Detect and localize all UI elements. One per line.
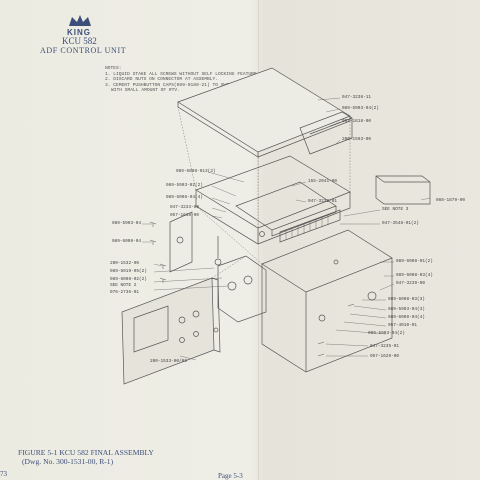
part-label: 047-3235-01	[370, 344, 399, 349]
top-cover	[177, 67, 351, 153]
part-label: 089-5903-04(3)	[388, 307, 425, 312]
document-header: KING KCU 582 ADF CONTROL UNIT	[40, 14, 126, 56]
page-number: Page 5-3	[218, 472, 243, 480]
figure-caption: FIGURE 5-1 KCU 582 FINAL ASSEMBLY (Dwg. …	[18, 448, 154, 466]
part-label: 089-6008-013(3)	[176, 169, 216, 174]
switch-assembly	[217, 255, 267, 323]
unit-title: ADF CONTROL UNIT	[40, 46, 127, 55]
part-label: 089-6008-02(2)	[110, 277, 147, 282]
part-label: 088-1879-00	[436, 198, 465, 203]
part-label: 047-3548-01(2)	[382, 221, 419, 226]
note-item: 2. DISCARD NUTS ON CONNECTOR AT ASSEMBLY…	[105, 77, 219, 83]
end-bracket	[375, 175, 431, 205]
part-label: 200-1593-00	[342, 137, 371, 142]
part-label: 047-3232-01	[308, 199, 337, 204]
note-item: WITH SMALL AMOUNT OF RTV.	[111, 88, 180, 94]
part-label: SEE NOTE 2	[110, 283, 137, 288]
part-label: 089-6008-04	[112, 239, 141, 244]
part-label: SEE NOTE 3	[382, 207, 409, 212]
part-label: 089-5903-04	[112, 221, 141, 226]
assembly-notes: NOTES: 1. LIQUID STAKE ALL SCREWS WITHOU…	[105, 66, 335, 94]
circuit-board	[235, 181, 337, 231]
right-housing	[261, 229, 393, 373]
notes-heading: NOTES:	[105, 66, 122, 71]
left-side-plate	[169, 211, 193, 273]
note-item: 1. LIQUID STAKE ALL SCREWS WITHOUT SELF …	[105, 71, 260, 77]
part-label: 089-6008-01(2)	[396, 259, 433, 264]
part-label: 076-2736-01	[110, 290, 139, 295]
rear-connector	[279, 209, 341, 243]
edge-mark: 73	[0, 470, 7, 478]
part-label: 155-2041-00	[308, 179, 337, 184]
part-label: 089-6008-04(4)	[388, 315, 425, 320]
part-label: 057-1629-00	[370, 354, 399, 359]
brand-name: KING	[67, 28, 91, 37]
part-label: 047-3233-00	[170, 205, 199, 210]
part-label: 057-1618-00	[342, 119, 371, 124]
part-label: 089-5903-04(2)	[342, 106, 379, 111]
rear-bracket	[299, 111, 353, 155]
part-label: 057-4010-01	[388, 323, 417, 328]
part-label: 089-6008-03(3)	[388, 297, 425, 302]
part-label: 089-5019-05(2)	[110, 269, 147, 274]
note-item: 3. CEMENT PUSHBUTTON CAPS(089-0189-21) T…	[105, 82, 257, 88]
part-label: 047-3239-00	[396, 281, 425, 286]
caption-title: FIGURE 5-1 KCU 582 FINAL ASSEMBLY	[18, 448, 154, 457]
part-label: 200-1533-00/03	[150, 359, 187, 364]
part-label: 089-6008-04(4)	[166, 195, 203, 200]
part-label: 200-1532-00	[110, 261, 139, 266]
part-label: 089-5903-02(2)	[166, 183, 203, 188]
part-label: 057-1618-00	[170, 213, 199, 218]
caption-drawing-number: (Dwg. No. 300-1531-00, R-1)	[22, 457, 114, 466]
part-label: 047-3236-11	[342, 95, 371, 100]
crown-logo-icon	[69, 15, 91, 26]
part-label: 089-6008-03(4)	[396, 273, 433, 278]
page-fold	[258, 0, 260, 480]
part-label: 089-5903-04(2)	[368, 331, 405, 336]
model-number: KCU 582	[62, 36, 97, 46]
